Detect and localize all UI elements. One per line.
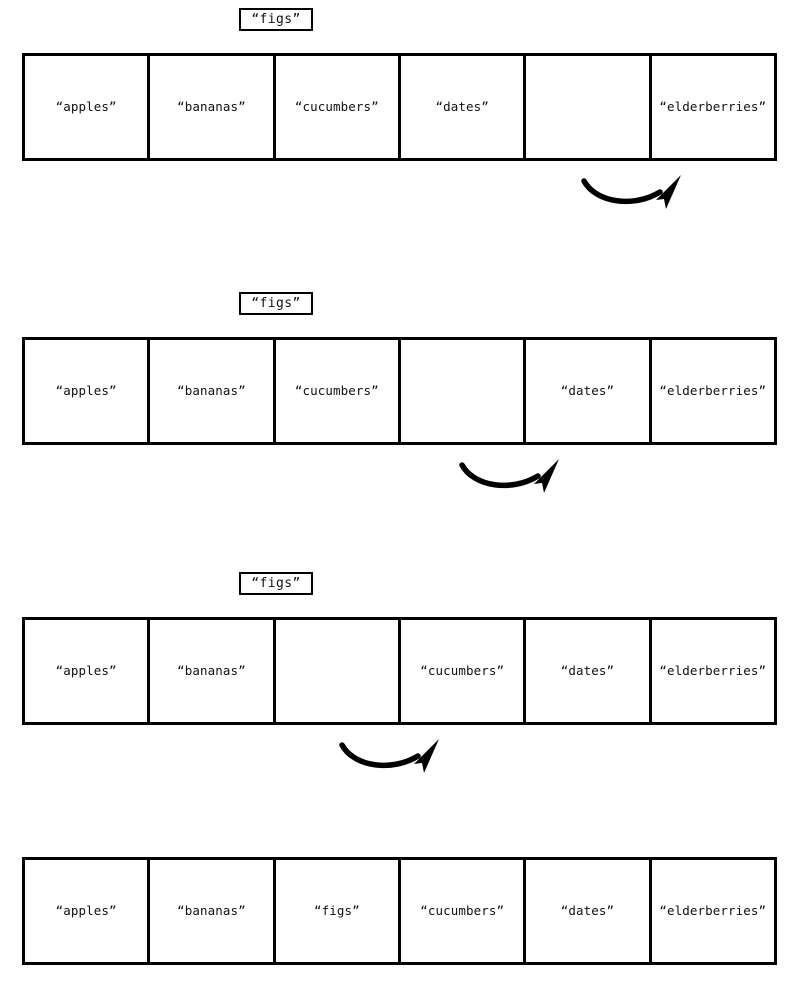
shift-arrow-icon-3: [338, 739, 450, 773]
array-cell-label: “bananas”: [177, 662, 246, 678]
array-cell-empty[interactable]: [275, 620, 401, 722]
array-cell[interactable]: “apples”: [25, 340, 151, 442]
array-cell-label: “apples”: [55, 382, 117, 398]
step-3: “figs” “apples” “bananas” “cucumbers” “d…: [0, 572, 797, 773]
array-cell-label: “bananas”: [177, 902, 246, 918]
held-value-box-2: “figs”: [239, 292, 313, 315]
array-cell-label: “elderberries”: [659, 382, 767, 398]
step-2: “figs” “apples” “bananas” “cucumbers” “d…: [0, 292, 797, 493]
array-cell-label: “cucumbers”: [294, 98, 379, 114]
held-value-label-3: “figs”: [251, 576, 301, 591]
held-value-box-3: “figs”: [239, 572, 313, 595]
array-cell-label: “figs”: [313, 902, 360, 918]
array-cell-label: “apples”: [55, 98, 117, 114]
step-1: “figs” “apples” “bananas” “cucumbers” “d…: [0, 8, 797, 209]
array-cell-label: “dates”: [435, 98, 489, 114]
array-cell-label: “elderberries”: [659, 98, 767, 114]
array-cell-label: “dates”: [560, 662, 615, 678]
array-cell[interactable]: “cucumbers”: [400, 620, 527, 722]
array-cell-label: “elderberries”: [659, 662, 767, 678]
array-cell[interactable]: “cucumbers”: [400, 860, 527, 962]
array-cell[interactable]: “cucumbers”: [275, 56, 401, 158]
array-cell[interactable]: “dates”: [526, 340, 652, 442]
array-cell[interactable]: “bananas”: [150, 56, 276, 158]
array-cell-label: “cucumbers”: [294, 382, 379, 398]
array-cell[interactable]: “apples”: [25, 620, 151, 722]
array-cell[interactable]: “apples”: [25, 860, 151, 962]
array-cell-label: “bananas”: [177, 382, 246, 398]
array-cell-label: “elderberries”: [659, 902, 767, 918]
array-row-4: “apples” “bananas” “figs” “cucumbers” “d…: [22, 857, 777, 965]
shift-arrow-icon-1: [580, 175, 692, 209]
array-cell[interactable]: “bananas”: [150, 620, 276, 722]
array-cell[interactable]: “bananas”: [150, 340, 276, 442]
array-cell[interactable]: “apples”: [25, 56, 151, 158]
array-cell-inserted[interactable]: “figs”: [275, 860, 401, 962]
array-row-3: “apples” “bananas” “cucumbers” “dates” “…: [22, 617, 777, 725]
array-cell-empty[interactable]: [400, 340, 527, 442]
array-row-1: “apples” “bananas” “cucumbers” “dates” “…: [22, 53, 777, 161]
array-cell-label: “dates”: [560, 382, 615, 398]
array-cell[interactable]: “dates”: [400, 56, 527, 158]
array-cell[interactable]: “bananas”: [150, 860, 276, 962]
array-cell[interactable]: “elderberries”: [651, 620, 774, 722]
array-cell-label: “cucumbers”: [420, 662, 505, 678]
array-cell[interactable]: “dates”: [526, 620, 652, 722]
array-cell-label: “apples”: [55, 662, 117, 678]
array-cell[interactable]: “cucumbers”: [275, 340, 401, 442]
array-cell-empty[interactable]: [526, 56, 652, 158]
array-cell-label: “cucumbers”: [420, 902, 505, 918]
array-cell[interactable]: “elderberries”: [651, 860, 774, 962]
held-value-box-1: “figs”: [239, 8, 313, 31]
shift-arrow-icon-2: [458, 459, 570, 493]
held-value-label-2: “figs”: [251, 296, 301, 311]
array-cell-label: “apples”: [55, 902, 117, 918]
array-cell-label: “bananas”: [177, 98, 246, 114]
held-value-label-1: “figs”: [251, 12, 301, 27]
step-4: “apples” “bananas” “figs” “cucumbers” “d…: [0, 812, 797, 977]
array-cell[interactable]: “elderberries”: [651, 56, 774, 158]
array-cell[interactable]: “dates”: [526, 860, 652, 962]
array-cell[interactable]: “elderberries”: [651, 340, 774, 442]
array-row-2: “apples” “bananas” “cucumbers” “dates” “…: [22, 337, 777, 445]
array-cell-label: “dates”: [560, 902, 615, 918]
